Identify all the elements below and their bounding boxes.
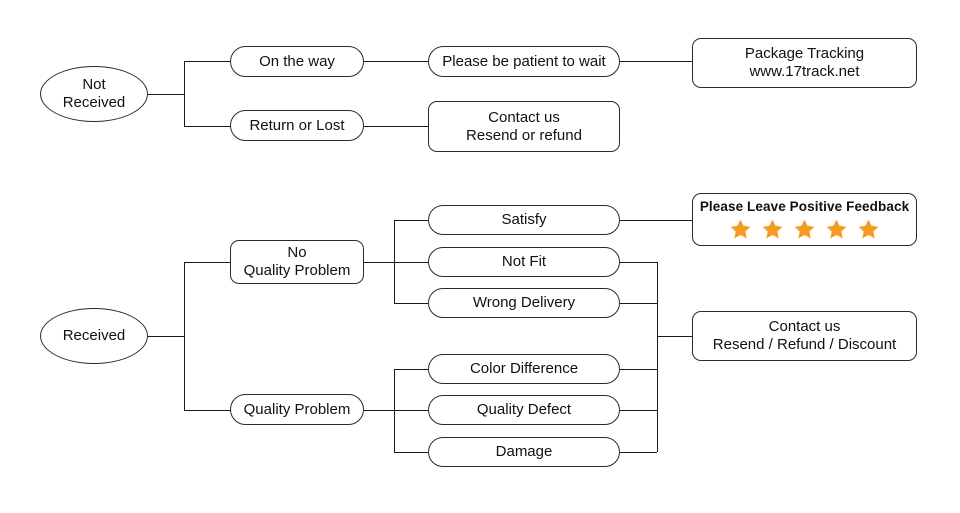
node-please-be-patient-label: Please be patient to wait [442,52,606,70]
connector-to-wrong-delivery [394,303,428,304]
connector-issues-merge-bus [657,262,658,452]
node-damage[interactable]: Damage [428,437,620,467]
node-contact-resend-refund-line2: Resend or refund [466,126,582,144]
connector-to-not-fit [394,262,428,263]
node-no-quality-problem-line1: No [287,244,307,262]
node-package-tracking-line1: Package Tracking [744,45,865,63]
node-damage-label: Damage [495,443,553,461]
star-icon[interactable] [825,218,848,240]
node-contact-resolution-line2: Resend / Refund / Discount [712,336,897,353]
connector-quality-defect-to-bus [620,410,657,411]
node-not-received-line1: Not [82,76,106,94]
node-on-the-way[interactable]: On the way [230,46,364,77]
node-color-difference-label: Color Difference [469,360,579,378]
node-quality-problem[interactable]: Quality Problem [230,394,364,425]
connector-color-difference-to-bus [620,369,657,370]
node-please-be-patient[interactable]: Please be patient to wait [428,46,620,77]
star-icon[interactable] [793,218,816,240]
connector-quality-problem-stem [364,410,394,411]
node-satisfy[interactable]: Satisfy [428,205,620,235]
connector-received-to-no-quality-problem [184,262,231,263]
node-contact-resolution-line1: Contact us [768,318,841,336]
connector-not-received-to-return-or-lost [184,126,231,127]
connector-not-fit-to-bus [620,262,657,263]
node-satisfy-label: Satisfy [501,211,547,229]
node-color-difference[interactable]: Color Difference [428,354,620,384]
node-wrong-delivery[interactable]: Wrong Delivery [428,288,620,318]
node-no-quality-problem[interactable]: No Quality Problem [230,240,364,284]
connector-wrong-delivery-to-bus [620,303,657,304]
node-not-fit[interactable]: Not Fit [428,247,620,277]
node-contact-resend-refund[interactable]: Contact us Resend or refund [428,101,620,152]
connector-received-stem [148,336,184,337]
connector-no-quality-problem-stem [364,262,394,263]
star-icon[interactable] [761,218,784,240]
node-positive-feedback[interactable]: Please Leave Positive Feedback [692,193,917,246]
node-quality-defect[interactable]: Quality Defect [428,395,620,425]
star-rating[interactable] [729,218,880,240]
connector-satisfy-to-feedback [620,220,692,221]
node-received[interactable]: Received [40,308,148,364]
connector-wait-to-tracking [620,61,692,62]
connector-on-the-way-to-wait [364,61,428,62]
feedback-title: Please Leave Positive Feedback [699,199,910,215]
node-received-label: Received [62,327,126,345]
connector-damage-to-bus [620,452,657,453]
node-package-tracking[interactable]: Package Tracking www.17track.net [692,38,917,88]
node-no-quality-problem-line2: Quality Problem [243,262,351,279]
connector-not-received-bus [184,61,185,126]
node-package-tracking-url[interactable]: www.17track.net [749,63,860,80]
node-wrong-delivery-label: Wrong Delivery [472,294,576,312]
node-quality-problem-label: Quality Problem [243,400,351,418]
node-on-the-way-label: On the way [259,52,335,70]
node-contact-resend-refund-line1: Contact us [488,108,560,126]
star-icon[interactable] [857,218,880,240]
connector-to-quality-defect [394,410,428,411]
connector-to-color-difference [394,369,428,370]
node-not-fit-label: Not Fit [501,253,547,271]
connector-bus-to-resolution [657,336,692,337]
connector-received-to-quality-problem [184,410,231,411]
node-contact-resolution[interactable]: Contact us Resend / Refund / Discount [692,311,917,361]
node-return-or-lost[interactable]: Return or Lost [230,110,364,141]
connector-not-received-stem [148,94,184,95]
star-icon[interactable] [729,218,752,240]
connector-no-quality-problem-bus [394,220,395,303]
connector-to-satisfy [394,220,428,221]
connector-received-bus [184,262,185,410]
node-not-received[interactable]: Not Received [40,66,148,122]
connector-not-received-to-on-the-way [184,61,231,62]
connector-to-damage [394,452,428,453]
node-quality-defect-label: Quality Defect [476,401,572,419]
node-not-received-line2: Received [62,94,126,111]
connector-return-or-lost-to-contact [364,126,428,127]
node-return-or-lost-label: Return or Lost [249,116,345,134]
